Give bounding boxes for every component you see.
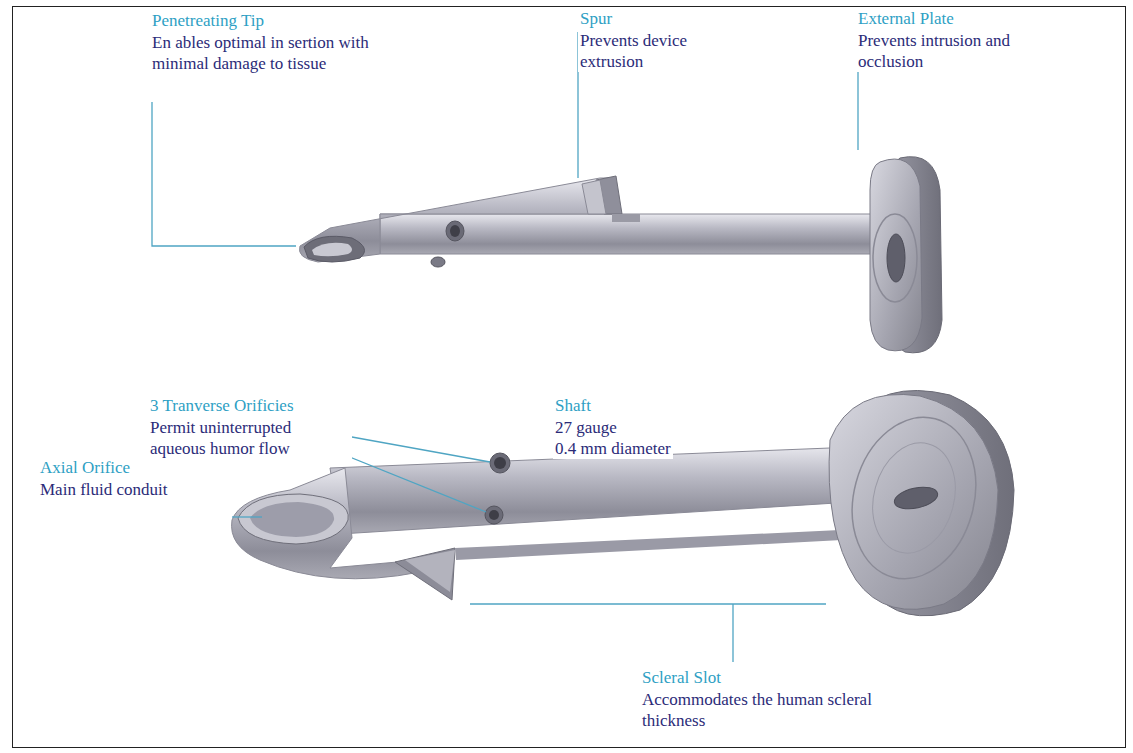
callout-text: Prevents intrusion and occlusion — [856, 30, 1030, 72]
callout-text: Accommodates the human scleral thickness — [640, 689, 884, 731]
leader-lines — [152, 32, 858, 662]
callout-text: En ables optimal in sertion with minimal… — [150, 32, 374, 74]
callout-heading: Penetreating Tip — [150, 10, 266, 31]
callout-text: Prevents device extrusion — [578, 30, 732, 72]
callout-heading: External Plate — [856, 8, 956, 29]
callout-text: 27 gauge — [553, 417, 619, 438]
callout-heading: Axial Orifice — [38, 457, 132, 478]
callout-heading: 3 Tranverse Orificies — [148, 395, 296, 416]
top-device — [299, 157, 942, 353]
callout-heading: Spur — [578, 8, 614, 29]
callout-text: Main fluid conduit — [38, 479, 169, 500]
callout-heading: Scleral Slot — [640, 667, 723, 688]
frame-border — [12, 6, 1126, 748]
callout-text: Permit uninterrupted aqueous humor flow — [148, 417, 352, 459]
callout-heading: Shaft — [553, 395, 593, 416]
callout-text: 0.4 mm diameter — [553, 438, 673, 459]
